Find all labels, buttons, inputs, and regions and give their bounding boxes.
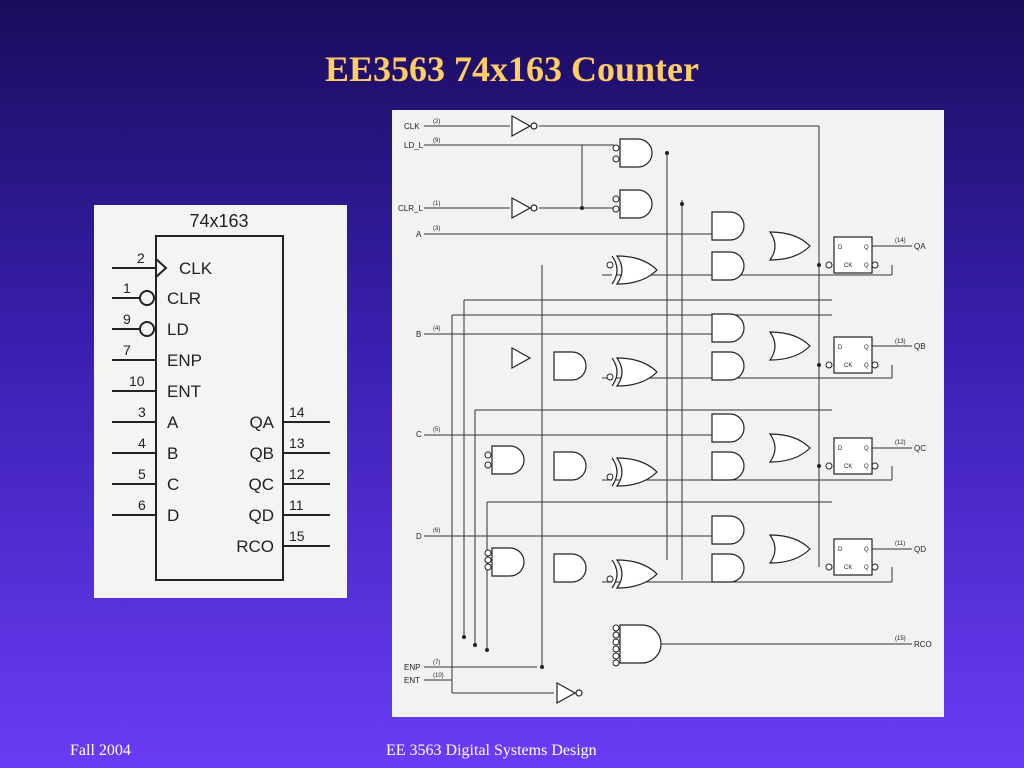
output-label-rco: RCO <box>914 640 932 649</box>
ff-label-d: D <box>838 245 843 251</box>
pin-num-clr: 1 <box>123 280 131 296</box>
ff-label-qn: Q <box>864 263 869 269</box>
ld-and-gate <box>619 138 653 168</box>
ff-label-q: Q <box>864 547 869 553</box>
pin-label-clk: CLK <box>179 259 213 278</box>
ent-inverter-bubble <box>575 689 583 697</box>
ff-label-d: D <box>838 446 843 452</box>
ff-label-qn: Q <box>864 363 869 369</box>
flip-flop-qc <box>833 437 873 475</box>
clr-and-gate <box>619 189 653 219</box>
input-pin-enp: (7) <box>433 660 440 666</box>
input-label-enp: ENP <box>404 663 420 672</box>
flip-flop-qa <box>833 236 873 274</box>
pin-num-qc: 12 <box>289 466 305 482</box>
input-pin-d: (6) <box>433 528 440 534</box>
output-label-qc: QC <box>914 444 926 453</box>
pin-num-qd: 11 <box>289 497 304 513</box>
flip-flop-qb <box>833 336 873 374</box>
ff-label-q: Q <box>864 245 869 251</box>
ff-label-d: D <box>838 547 843 553</box>
pin-label-qb: QB <box>249 444 274 463</box>
ff-label-q: Q <box>864 345 869 351</box>
pin-label-b: B <box>167 444 178 463</box>
input-pin-c: (5) <box>433 427 440 433</box>
input-label-c: C <box>416 430 422 439</box>
pin-num-b: 4 <box>138 435 146 451</box>
input-pin-a: (3) <box>433 226 440 232</box>
chip-symbol: 74x163 CLK CLR LD ENP ENT A B C D QA QB … <box>112 211 330 581</box>
pin-num-qb: 13 <box>289 435 305 451</box>
pin-label-a: A <box>167 413 179 432</box>
input-label-clk: CLK <box>404 122 420 131</box>
chip-symbol-panel: 74x163 CLK CLR LD ENP ENT A B C D QA QB … <box>94 205 347 598</box>
output-label-qd: QD <box>914 545 926 554</box>
ff-label-ck: CK <box>844 464 852 470</box>
input-label-d: D <box>416 532 422 541</box>
pin-label-clr: CLR <box>167 289 201 308</box>
input-label-ent: ENT <box>404 676 420 685</box>
pin-num-rco: 15 <box>289 528 305 544</box>
input-pin-ent: (10) <box>433 673 444 679</box>
ff-label-qn: Q <box>864 464 869 470</box>
logic-gates <box>491 138 811 664</box>
ff-label-d: D <box>838 345 843 351</box>
logic-schematic: CLK (2) LD_L (9) CLR_L (1) A (3) B (4) C… <box>398 115 932 704</box>
pin-label-ld: LD <box>167 320 189 339</box>
input-pin-b: (4) <box>433 326 440 332</box>
ff-label-q: Q <box>864 446 869 452</box>
chip-body <box>155 235 284 581</box>
pin-label-d: D <box>167 506 179 525</box>
ff-label-ck: CK <box>844 565 852 571</box>
output-pin-qb: (13) <box>895 339 906 345</box>
ff-label-qn: Q <box>864 565 869 571</box>
input-label-ld: LD_L <box>404 141 424 150</box>
chip-name: 74x163 <box>189 211 248 231</box>
output-pin-rco: (15) <box>895 636 906 642</box>
pin-label-enp: ENP <box>167 351 202 370</box>
output-label-qb: QB <box>914 342 926 351</box>
pin-label-qc: QC <box>249 475 275 494</box>
clr-inverter-bubble <box>530 204 538 212</box>
output-label-qa: QA <box>914 242 926 251</box>
flip-flop-qd <box>833 538 873 576</box>
pin-label-ent: ENT <box>167 382 201 401</box>
clk-inverter <box>511 115 531 137</box>
rco-and-gate <box>619 624 662 664</box>
pin-num-ld: 9 <box>123 311 131 327</box>
clk-inverter-bubble <box>530 122 538 130</box>
pin-label-qd: QD <box>249 506 275 525</box>
pin-num-c: 5 <box>138 466 146 482</box>
output-pin-qa: (14) <box>895 238 906 244</box>
pin-label-qa: QA <box>249 413 274 432</box>
pin-num-qa: 14 <box>289 404 305 420</box>
ff-label-ck: CK <box>844 363 852 369</box>
input-label-clr: CLR_L <box>398 204 423 213</box>
input-label-b: B <box>416 330 421 339</box>
pin-num-ent: 10 <box>129 373 145 389</box>
pin-num-a: 3 <box>138 404 146 420</box>
footer-date: Fall 2004 <box>70 742 131 759</box>
input-pin-clk: (2) <box>433 119 440 125</box>
input-pin-ld: (9) <box>433 138 440 144</box>
output-pin-qc: (12) <box>895 440 906 446</box>
b-inverter <box>511 347 531 369</box>
clr-inverter <box>511 197 531 219</box>
pin-num-enp: 7 <box>123 342 131 358</box>
ff-label-ck: CK <box>844 263 852 269</box>
schematic-panel: CLK (2) LD_L (9) CLR_L (1) A (3) B (4) C… <box>392 110 944 717</box>
footer-course: EE 3563 Digital Systems Design <box>386 742 597 759</box>
pin-label-rco: RCO <box>236 537 274 556</box>
input-label-a: A <box>416 230 422 239</box>
output-pin-qd: (11) <box>895 541 905 547</box>
pin-num-d: 6 <box>138 497 146 513</box>
pin-label-c: C <box>167 475 179 494</box>
ent-inverter <box>556 682 576 704</box>
wires <box>424 125 912 694</box>
pin-num-clk: 2 <box>137 250 145 266</box>
slide-title: EE3563 74x163 Counter <box>324 49 699 89</box>
input-pin-clr: (1) <box>433 201 440 207</box>
